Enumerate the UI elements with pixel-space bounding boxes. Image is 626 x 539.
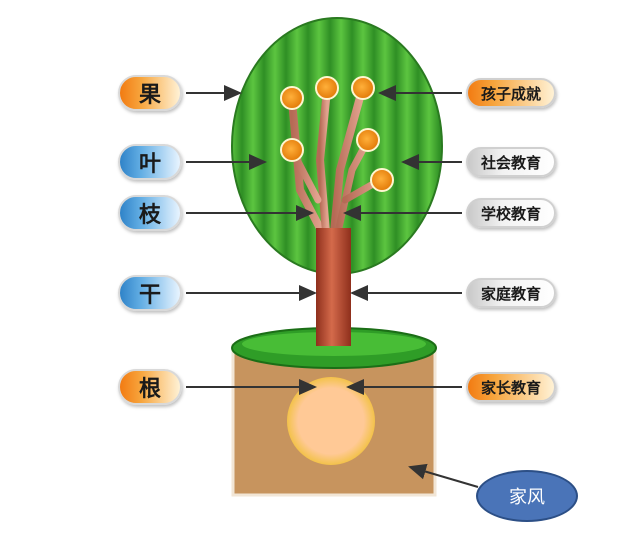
label-leaf: 叶 — [118, 144, 182, 180]
label-child-achievement: 孩子成就 — [466, 78, 556, 108]
root-ball — [287, 377, 375, 465]
arrow-family-style — [408, 463, 479, 488]
tree-trunk — [316, 228, 351, 346]
fruit — [315, 76, 339, 100]
fruit — [356, 128, 380, 152]
label-social-education: 社会教育 — [466, 147, 556, 177]
label-parent-education: 家长教育 — [466, 372, 556, 402]
left-arrows — [186, 85, 317, 395]
label-school-education: 学校教育 — [466, 198, 556, 228]
family-style-bubble: 家风 — [476, 470, 578, 522]
right-arrows — [343, 85, 479, 488]
fruit — [351, 76, 375, 100]
label-branch: 枝 — [118, 195, 182, 231]
label-root: 根 — [118, 369, 182, 405]
label-fruit: 果 — [118, 75, 182, 111]
fruit — [280, 86, 304, 110]
fruits — [280, 76, 394, 192]
fruit — [280, 138, 304, 162]
label-family-education: 家庭教育 — [466, 278, 556, 308]
fruit — [370, 168, 394, 192]
label-trunk: 干 — [118, 275, 182, 311]
